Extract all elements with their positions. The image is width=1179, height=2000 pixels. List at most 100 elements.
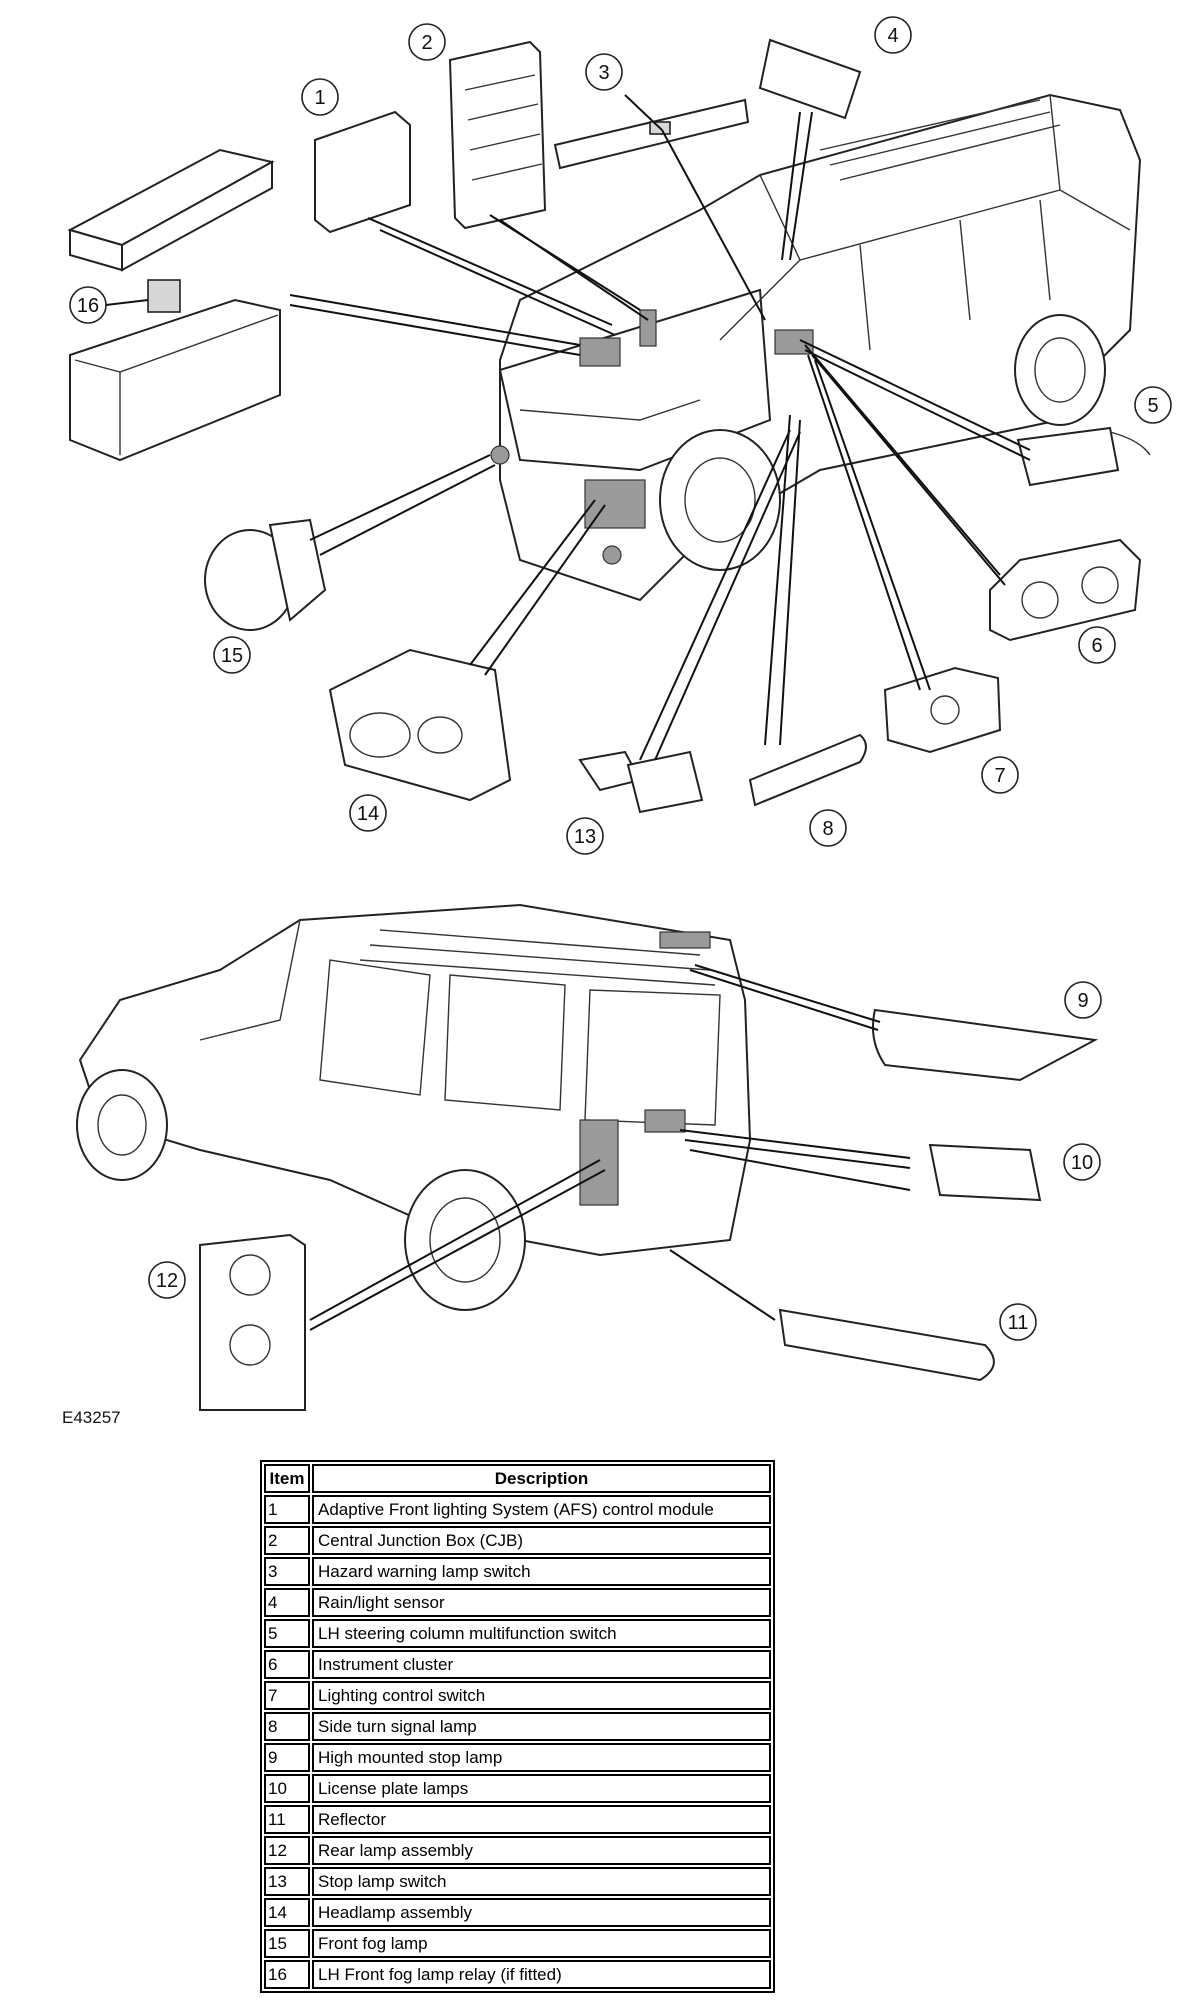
row-item-number: 11 xyxy=(264,1805,310,1834)
svg-text:3: 3 xyxy=(598,62,609,84)
stop-lamp-switch-13 xyxy=(578,750,704,814)
svg-text:7: 7 xyxy=(994,765,1005,787)
row-description: Central Junction Box (CJB) xyxy=(312,1526,771,1555)
front-fog-lamp-15 xyxy=(204,518,327,631)
hazard-warning-switch-3 xyxy=(553,98,750,170)
callout-11: 11 xyxy=(999,1303,1037,1341)
callout-5: 5 xyxy=(1134,386,1172,424)
row-description: Adaptive Front lighting System (AFS) con… xyxy=(312,1495,771,1524)
row-item-number: 7 xyxy=(264,1681,310,1710)
row-item-number: 8 xyxy=(264,1712,310,1741)
row-description: Headlamp assembly xyxy=(312,1898,771,1927)
side-turn-signal-lamp-8 xyxy=(748,733,867,807)
callout-12: 12 xyxy=(148,1261,186,1299)
svg-text:4: 4 xyxy=(887,25,898,47)
row-item-number: 2 xyxy=(264,1526,310,1555)
row-item-number: 10 xyxy=(264,1774,310,1803)
instrument-cluster-6 xyxy=(989,538,1142,642)
svg-text:6: 6 xyxy=(1091,635,1102,657)
row-description: Lighting control switch xyxy=(312,1681,771,1710)
row-item-number: 1 xyxy=(264,1495,310,1524)
svg-text:12: 12 xyxy=(156,1270,178,1292)
row-item-number: 6 xyxy=(264,1650,310,1679)
row-description: Front fog lamp xyxy=(312,1929,771,1958)
lighting-control-switch-7 xyxy=(883,666,1002,754)
callout-15: 15 xyxy=(213,636,251,674)
callout-3: 3 xyxy=(585,53,623,91)
fog-lamp-relay-16 xyxy=(147,279,181,313)
row-description: Rear lamp assembly xyxy=(312,1836,771,1865)
multifunction-switch-5 xyxy=(1016,426,1151,487)
callout-9: 9 xyxy=(1064,981,1102,1019)
row-item-number: 3 xyxy=(264,1557,310,1586)
rear-lamp-assembly-12 xyxy=(199,1233,306,1411)
callout-8: 8 xyxy=(809,809,847,847)
row-description: Reflector xyxy=(312,1805,771,1834)
figure-id: E43257 xyxy=(62,1408,121,1427)
svg-text:5: 5 xyxy=(1147,395,1158,417)
leader-lines xyxy=(289,94,1031,1331)
front-vehicle-illustration xyxy=(490,93,1142,602)
row-description: High mounted stop lamp xyxy=(312,1743,771,1772)
svg-text:10: 10 xyxy=(1071,1152,1093,1174)
component-location-diagram: 1 2 3 4 5 6 7 8 9 10 11 12 13 14 15 16 xyxy=(67,16,1172,1411)
table-header-row: Item Description xyxy=(264,1464,771,1493)
row-description: Side turn signal lamp xyxy=(312,1712,771,1741)
central-junction-box-2 xyxy=(448,40,547,230)
headlamp-assembly-14 xyxy=(328,648,512,802)
row-item-number: 13 xyxy=(264,1867,310,1896)
row-item-number: 14 xyxy=(264,1898,310,1927)
row-item-number: 5 xyxy=(264,1619,310,1648)
callout-1: 1 xyxy=(301,78,339,116)
afs-control-module-1 xyxy=(314,110,411,234)
svg-text:1: 1 xyxy=(314,87,325,109)
row-description: LH steering column multifunction switch xyxy=(312,1619,771,1648)
svg-text:2: 2 xyxy=(421,32,432,54)
row-description: Rain/light sensor xyxy=(312,1588,771,1617)
svg-text:9: 9 xyxy=(1077,990,1088,1012)
row-item-number: 16 xyxy=(264,1960,310,1989)
col-header-item: Item xyxy=(264,1464,310,1493)
svg-text:14: 14 xyxy=(357,803,379,825)
row-description: License plate lamps xyxy=(312,1774,771,1803)
rear-vehicle-illustration xyxy=(76,903,752,1311)
license-plate-lamps-10 xyxy=(928,1143,1042,1202)
row-item-number: 15 xyxy=(264,1929,310,1958)
callout-14: 14 xyxy=(349,794,387,832)
row-item-number: 4 xyxy=(264,1588,310,1617)
front-fuse-box xyxy=(67,148,281,462)
callout-4: 4 xyxy=(874,16,912,54)
callout-10: 10 xyxy=(1063,1143,1101,1181)
row-description: Hazard warning lamp switch xyxy=(312,1557,771,1586)
row-item-number: 12 xyxy=(264,1836,310,1865)
callout-6: 6 xyxy=(1078,626,1116,664)
svg-text:8: 8 xyxy=(822,818,833,840)
svg-text:15: 15 xyxy=(221,645,243,667)
row-description: Instrument cluster xyxy=(312,1650,771,1679)
callout-16: 16 xyxy=(69,286,107,324)
row-description: Stop lamp switch xyxy=(312,1867,771,1896)
callout-2: 2 xyxy=(408,23,446,61)
svg-text:11: 11 xyxy=(1008,1312,1029,1334)
reflector-11 xyxy=(778,1308,995,1382)
rain-light-sensor-4 xyxy=(758,38,862,120)
callout-13: 13 xyxy=(566,817,604,855)
svg-text:16: 16 xyxy=(77,295,99,317)
callout-7: 7 xyxy=(981,756,1019,794)
